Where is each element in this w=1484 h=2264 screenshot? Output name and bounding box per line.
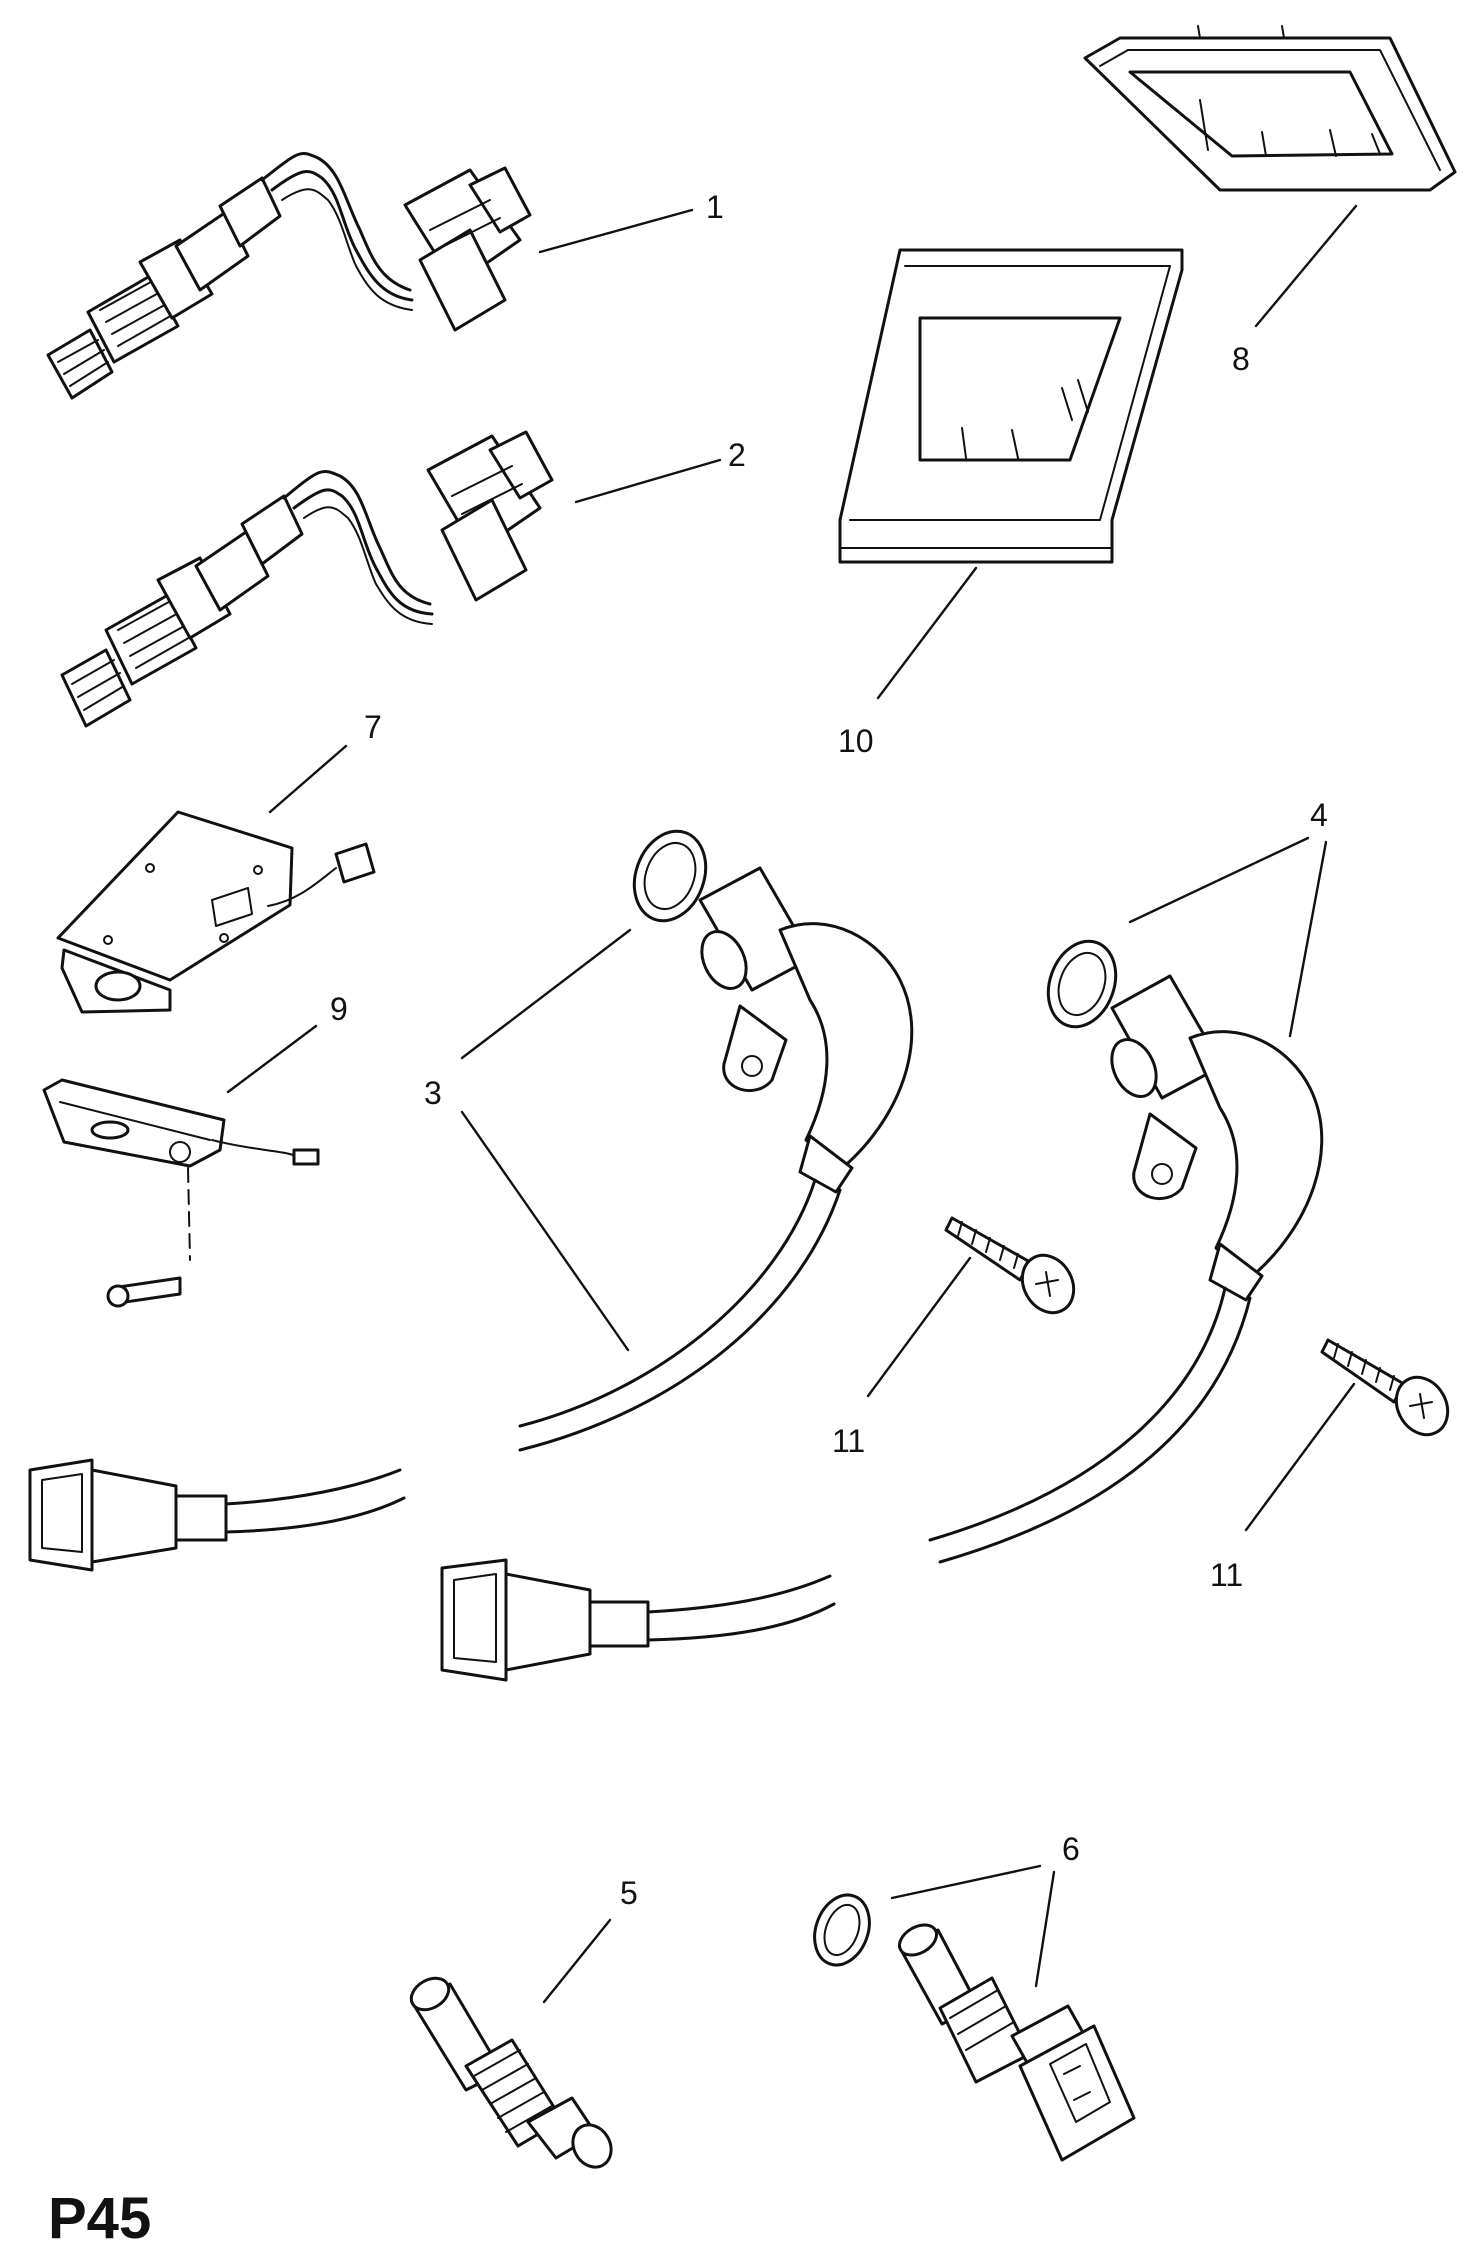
page-code: P45 [48, 2186, 151, 2251]
leader-3b [460, 1110, 630, 1352]
callout-10: 10 [838, 723, 874, 759]
leader-5 [542, 1918, 612, 2004]
leader-10 [876, 566, 978, 700]
callout-5: 5 [620, 1875, 638, 1911]
part-3-crank-sensor [518, 829, 914, 1452]
part-1-oxygen-sensor [46, 151, 532, 400]
part-3-connector [28, 1458, 406, 1572]
part-7-module [56, 810, 376, 1014]
callout-labels: 1 2 7 8 10 9 3 4 11 11 5 6 [330, 189, 1328, 1911]
callout-6: 6 [1062, 1831, 1080, 1867]
part-11-screw-a [944, 1216, 1076, 1315]
part-4-cam-sensor [928, 939, 1324, 1564]
part-6-coolant-sensor [813, 1893, 1136, 2162]
leader-4b [1288, 840, 1328, 1038]
callout-1: 1 [706, 189, 724, 225]
leader-11a [866, 1256, 972, 1398]
leader-7 [268, 744, 348, 814]
part-8-bracket [1083, 25, 1457, 192]
callout-8: 8 [1232, 341, 1250, 377]
leader-lines [226, 204, 1358, 2004]
callout-11b: 11 [1210, 1557, 1243, 1593]
leader-6a [890, 1864, 1042, 1900]
callout-4: 4 [1310, 797, 1328, 833]
part-4-connector [440, 1558, 836, 1682]
callout-11a: 11 [832, 1423, 865, 1459]
leader-2 [574, 458, 722, 504]
leader-11b [1244, 1382, 1356, 1532]
leader-8 [1254, 204, 1358, 328]
part-9-sensor [42, 1078, 320, 1308]
callout-2: 2 [728, 437, 746, 473]
part-5-temperature-sender [409, 1976, 613, 2169]
part-2-oxygen-sensor [60, 430, 554, 728]
callout-7: 7 [364, 709, 382, 745]
callout-3: 3 [424, 1075, 442, 1111]
leader-9 [226, 1024, 318, 1094]
part-11-screw-b [1320, 1338, 1450, 1437]
leader-3a [460, 928, 632, 1060]
leader-1 [538, 208, 694, 254]
callout-9: 9 [330, 991, 348, 1027]
part-10-bracket [838, 248, 1184, 564]
leader-6b [1034, 1870, 1056, 1988]
leader-4a [1128, 836, 1310, 924]
